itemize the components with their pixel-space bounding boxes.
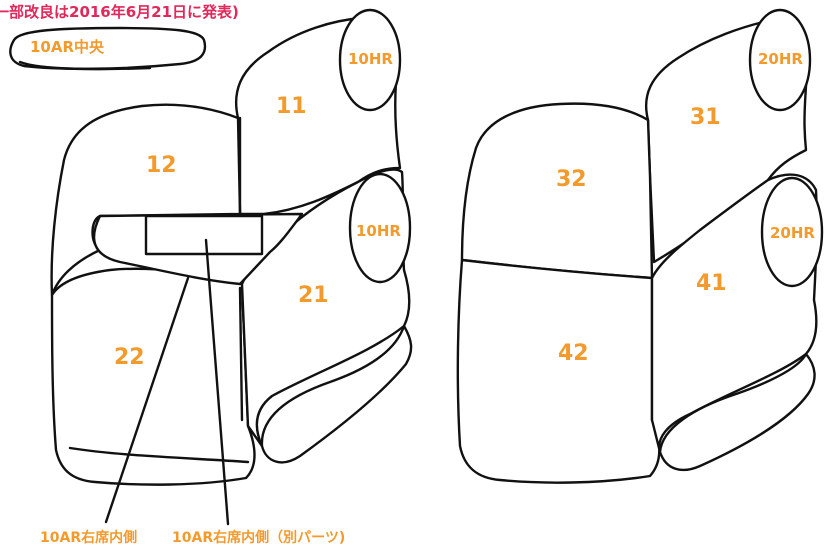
- caption-10ar-right-inner-separate: 10AR右席内側（別パーツ): [172, 529, 345, 546]
- seat-part-41-lower: [658, 352, 816, 472]
- label-10hr-top: 10HR: [348, 50, 393, 68]
- label-22: 22: [114, 345, 145, 370]
- label-41: 41: [696, 271, 727, 296]
- label-10ar-center: 10AR中央: [30, 38, 105, 56]
- headrest-20hr-mid: [760, 176, 824, 288]
- label-21: 21: [298, 283, 329, 308]
- caption-10ar-right-inner: 10AR右席内側: [40, 529, 137, 546]
- leader-line-inner-right: [104, 276, 190, 524]
- seam-left-bottom: [68, 446, 250, 464]
- seam-left-seat: [238, 286, 244, 422]
- label-10hr-mid: 10HR: [356, 222, 401, 240]
- seat-part-42: [456, 258, 661, 484]
- headrest-10hr-mid: [348, 172, 412, 284]
- label-20hr-top: 20HR: [758, 50, 803, 68]
- label-31: 31: [690, 105, 721, 130]
- headrest-10hr-top: [338, 8, 402, 112]
- label-32: 32: [556, 167, 587, 192]
- label-42: 42: [558, 341, 589, 366]
- label-12: 12: [146, 153, 177, 178]
- label-20hr-mid: 20HR: [770, 224, 815, 242]
- headrest-20hr-top: [748, 8, 812, 112]
- seat-part-21-lower: [260, 324, 413, 464]
- armrest-10ar-right-inner-separate: [144, 214, 264, 256]
- seat-part-10ar-center: [9, 26, 207, 70]
- leader-line-inner-right-separate: [204, 238, 230, 526]
- seat-part-22: [50, 267, 256, 486]
- seam-10ar-center: [18, 60, 152, 71]
- label-11: 11: [276, 94, 307, 119]
- revision-note: 一部改良は2016年6月21日に発表): [0, 3, 239, 21]
